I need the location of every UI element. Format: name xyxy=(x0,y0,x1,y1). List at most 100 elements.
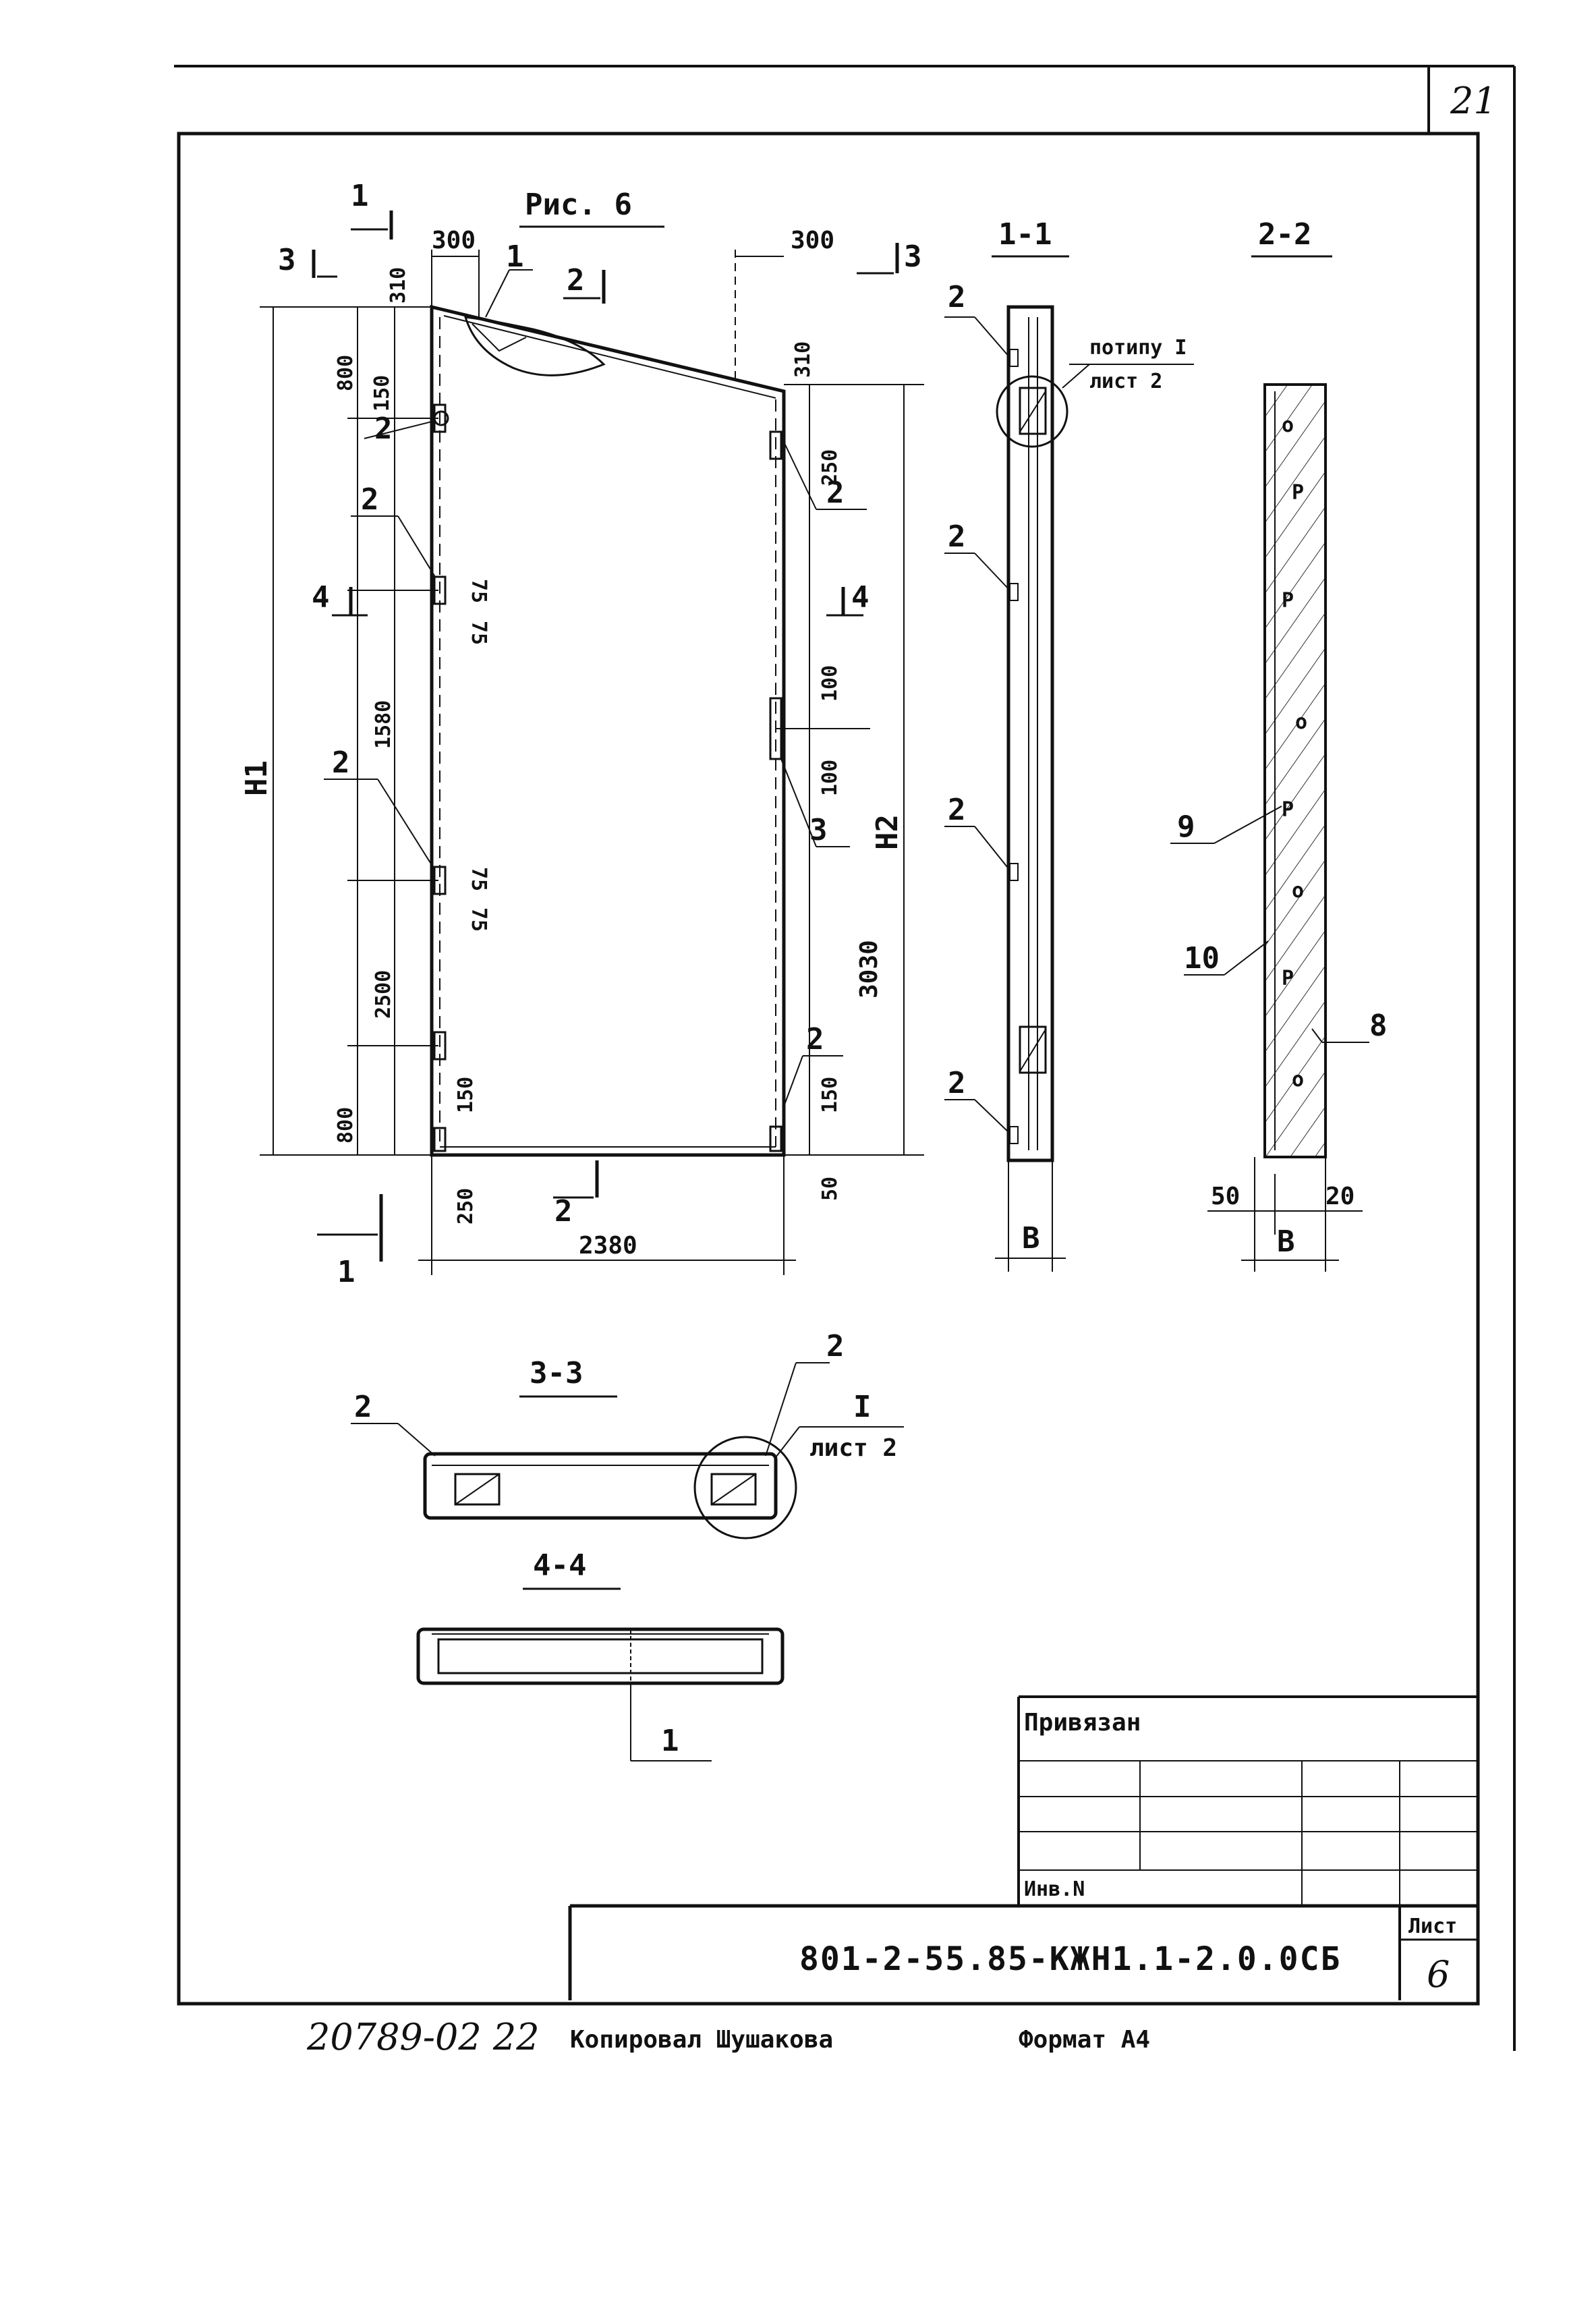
callout-pos-3: 3 xyxy=(780,758,850,847)
dim-300-right: 300 xyxy=(791,227,834,254)
svg-text:9: 9 xyxy=(1177,810,1195,844)
section-3-3-view xyxy=(423,1436,797,1540)
section-2-2-width: B xyxy=(1277,1224,1295,1259)
page-number: 21 xyxy=(1450,80,1497,122)
dim-100-b: 100 xyxy=(818,760,842,796)
svg-text:3: 3 xyxy=(904,239,922,274)
section-1-1-width: B xyxy=(1022,1221,1040,1256)
section-2-2-callouts: 9 10 8 xyxy=(1170,806,1388,1043)
dim-50-right: 50 xyxy=(818,1177,842,1201)
section-2-2-dim-20: 20 xyxy=(1326,1183,1355,1210)
title-block-sheet-number: 6 xyxy=(1427,1953,1450,1996)
svg-text:P: P xyxy=(1282,798,1294,822)
svg-text:2: 2 xyxy=(826,476,845,510)
svg-text:1: 1 xyxy=(351,179,369,213)
section-2-2-title: 2-2 xyxy=(1258,217,1311,252)
svg-text:2: 2 xyxy=(948,280,966,314)
section-2-2-view: o P P o P o P o xyxy=(1263,383,1327,1158)
section-4-4-view xyxy=(416,1627,785,1685)
footer-copied-by: Копировал Шушакова xyxy=(570,2026,833,2054)
section-3-3-note-2: лист 2 xyxy=(809,1434,897,1462)
cut-marker-1-top: 1 xyxy=(351,179,393,239)
label-h2: H2 xyxy=(870,814,905,850)
dim-75-b: 75 xyxy=(467,621,490,645)
title-block xyxy=(568,1695,1478,2000)
svg-text:2: 2 xyxy=(554,1194,573,1229)
section-4-4-cut-marker: 1 xyxy=(630,1683,712,1761)
svg-text:o: o xyxy=(1292,1068,1304,1092)
section-1-1-note-1: пoтипу I xyxy=(1089,336,1187,360)
svg-text:P: P xyxy=(1282,589,1294,613)
cut-marker-2-bottom: 2 xyxy=(553,1160,599,1229)
svg-text:1: 1 xyxy=(661,1724,679,1758)
svg-text:2: 2 xyxy=(826,1329,845,1363)
svg-text:3: 3 xyxy=(809,813,828,847)
callout-pos-2-e: 2 xyxy=(783,1022,843,1107)
cut-marker-4-left: 4 xyxy=(312,580,368,617)
dim-75-d: 75 xyxy=(467,907,490,932)
dim-75-a: 75 xyxy=(467,579,490,603)
svg-text:2: 2 xyxy=(948,1066,966,1100)
panel-outline xyxy=(430,304,786,1157)
section-2-2-dim-50: 50 xyxy=(1211,1183,1240,1210)
callout-pos-2-c: 2 xyxy=(324,745,436,871)
section-1-1-title: 1-1 xyxy=(998,217,1052,252)
callout-pos-2-b: 2 xyxy=(351,482,436,577)
dim-150-bottom-left: 150 xyxy=(454,1077,478,1113)
title-block-inv-label: Инв.N xyxy=(1024,1878,1085,1901)
callout-pos-2-d: 2 xyxy=(783,441,867,510)
svg-text:P: P xyxy=(1282,967,1294,990)
svg-text:P: P xyxy=(1292,481,1304,505)
svg-text:1: 1 xyxy=(337,1255,355,1289)
dim-150-right: 150 xyxy=(818,1077,842,1113)
svg-text:o: o xyxy=(1282,414,1294,437)
dim-150-top: 150 xyxy=(370,375,394,412)
svg-text:2: 2 xyxy=(374,412,393,446)
svg-text:2: 2 xyxy=(354,1390,372,1424)
svg-text:3: 3 xyxy=(278,243,296,277)
label-h1: H1 xyxy=(239,760,274,796)
footer-order-number: 20789-02 22 xyxy=(306,2016,540,2058)
cut-marker-4-right: 4 xyxy=(826,580,870,617)
section-3-3-title: 3-3 xyxy=(530,1356,583,1390)
title-block-sheet-label: Лист xyxy=(1408,1915,1457,1938)
svg-text:2: 2 xyxy=(567,263,585,298)
title-block-bound-label: Привязан xyxy=(1024,1709,1141,1737)
dim-310-right: 310 xyxy=(791,341,815,378)
section-3-3-callouts: 2 2 xyxy=(351,1329,845,1457)
svg-text:2: 2 xyxy=(361,482,379,517)
svg-text:2: 2 xyxy=(806,1022,824,1056)
callout-pos-1-top: 1 xyxy=(485,239,533,318)
svg-text:8: 8 xyxy=(1369,1009,1388,1043)
cut-marker-2-top: 2 xyxy=(563,263,606,304)
svg-text:o: o xyxy=(1292,879,1304,903)
svg-text:2: 2 xyxy=(948,793,966,827)
svg-text:10: 10 xyxy=(1184,941,1220,976)
svg-text:4: 4 xyxy=(851,580,870,615)
sheet-frame xyxy=(174,65,1516,2051)
svg-text:2: 2 xyxy=(948,519,966,554)
svg-text:4: 4 xyxy=(312,580,330,615)
dim-250-right: 250 xyxy=(818,449,842,486)
figure-title: Рис. 6 xyxy=(525,188,632,222)
dim-300-left: 300 xyxy=(432,227,476,254)
title-block-doc-code: 801-2-55.85-КЖН1.1-2.0.0СБ xyxy=(799,1940,1341,1978)
svg-text:o: o xyxy=(1295,710,1307,734)
svg-text:1: 1 xyxy=(506,239,524,274)
dim-100-a: 100 xyxy=(818,665,842,702)
section-4-4-title: 4-4 xyxy=(533,1548,586,1583)
dim-310-left: 310 xyxy=(387,267,410,304)
footer-format: Формат А4 xyxy=(1019,2026,1150,2054)
section-1-1-note-2: лист 2 xyxy=(1089,370,1162,393)
section-1-1-callouts: 2 2 2 2 xyxy=(944,280,1010,1134)
cut-marker-1-bottom: 1 xyxy=(317,1194,383,1289)
panel-elevation xyxy=(430,304,786,1157)
section-3-3-note-1: I xyxy=(853,1390,872,1424)
dim-1580: 1580 xyxy=(372,700,395,749)
dim-800-bottom: 800 xyxy=(334,1107,358,1144)
callout-pos-2-a: 2 xyxy=(364,412,432,446)
section-1-1-view xyxy=(996,305,1068,1162)
dim-3030: 3030 xyxy=(855,940,883,998)
dim-75-c: 75 xyxy=(467,867,490,891)
